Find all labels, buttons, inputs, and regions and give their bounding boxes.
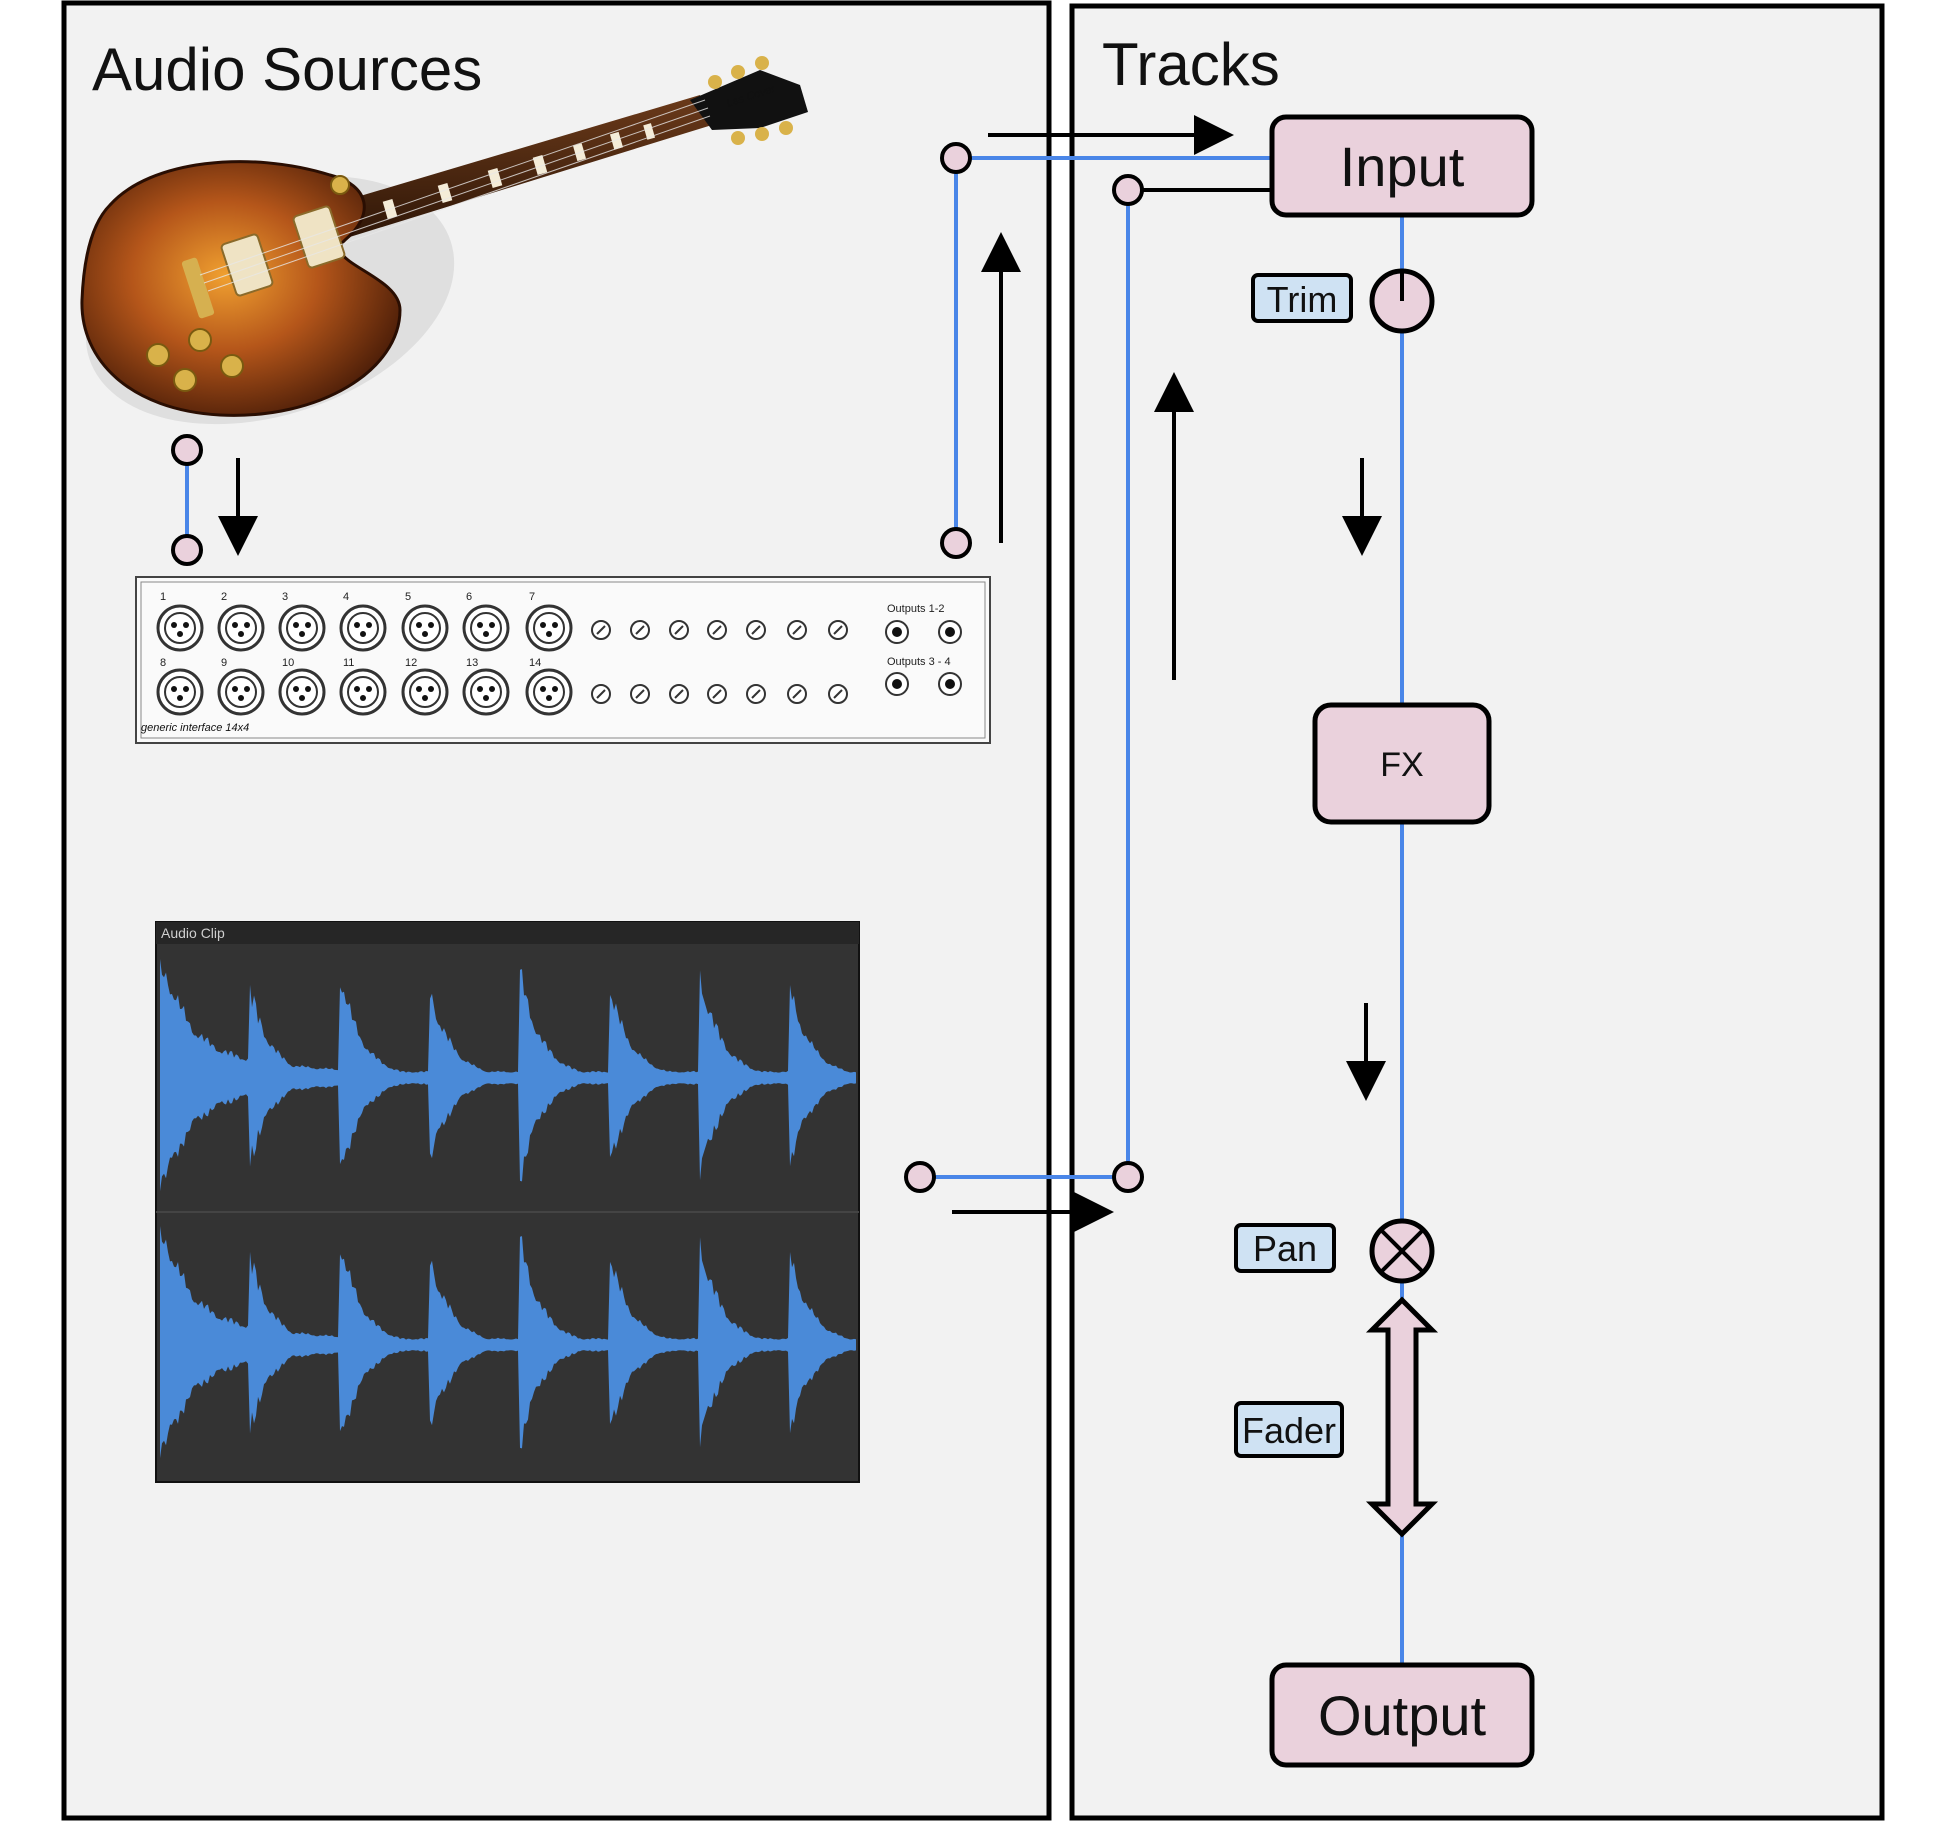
pan-control[interactable] [1369, 1218, 1435, 1284]
line-input-jack[interactable] [630, 684, 650, 704]
line-input-jack[interactable] [746, 620, 766, 640]
audio-clip-titlebar [156, 922, 859, 944]
tracks-panel: Tracks [1069, 3, 1885, 1821]
output-jacks [885, 620, 962, 696]
line-input-jack[interactable] [828, 620, 848, 640]
interface-model-label: generic interface 14x4 [141, 722, 249, 734]
line-input-jack[interactable] [591, 684, 611, 704]
xlr-input-jack[interactable] [278, 604, 326, 652]
line-inputs [591, 620, 848, 704]
audio-clip-title: Audio Clip [161, 925, 225, 941]
xlr-input-jack[interactable] [217, 604, 265, 652]
guitar-neck [330, 95, 712, 240]
xlr-channel-number: 8 [160, 657, 166, 669]
xlr-channel-number: 1 [160, 591, 166, 603]
guitar-pickup-neck [220, 233, 274, 297]
clip-output-connector[interactable] [904, 1161, 936, 1193]
xlr-input-jack[interactable] [525, 668, 573, 716]
pan-label: Pan [1253, 1228, 1317, 1269]
xlr-input-jack[interactable] [278, 668, 326, 716]
xlr-channel-number: 10 [282, 657, 294, 669]
fader-control[interactable] [1365, 1296, 1439, 1538]
line-input-jack[interactable] [630, 620, 650, 640]
output-label: Output [1318, 1684, 1487, 1747]
clip-route-bottom-connector[interactable] [1112, 1161, 1144, 1193]
xlr-input-jack[interactable] [339, 604, 387, 652]
audio-clip: Audio Clip [155, 921, 860, 1483]
guitar-bridge [181, 257, 215, 319]
xlr-input-jack[interactable] [462, 668, 510, 716]
xlr-channel-number: 11 [343, 657, 354, 669]
xlr-channel-number: 14 [529, 657, 541, 669]
waveform-right-channel [160, 1226, 856, 1459]
xlr-channel-number: 2 [221, 591, 227, 603]
guitar-output-connector[interactable] [171, 434, 203, 466]
xlr-input-jack[interactable] [156, 668, 204, 716]
xlr-channel-number: 6 [466, 591, 472, 603]
fader-tag: Fader [1234, 1401, 1344, 1458]
xlr-input-jack[interactable] [339, 668, 387, 716]
pan-tag: Pan [1234, 1223, 1336, 1273]
line-input-jack[interactable] [669, 684, 689, 704]
outputs-3-4-label: Outputs 3 - 4 [887, 656, 951, 668]
source-connections [171, 115, 1272, 1232]
xlr-channel-number: 5 [405, 591, 411, 603]
outputs-1-2-label: Outputs 1-2 [887, 603, 944, 615]
interface-frame [135, 576, 991, 744]
guitar-strings [199, 99, 711, 292]
track-signal-chain: Input Trim FX Pan Fader [1234, 114, 1535, 1768]
line-input-jack[interactable] [707, 684, 727, 704]
trim-label: Trim [1267, 279, 1338, 320]
trim-knob[interactable] [1369, 268, 1435, 334]
line-input-jack[interactable] [591, 620, 611, 640]
line-input-jack[interactable] [669, 620, 689, 640]
xlr-channel-number: 13 [466, 657, 478, 669]
line-input-jack[interactable] [707, 620, 727, 640]
line-input-jack[interactable] [746, 684, 766, 704]
input-node[interactable]: Input [1269, 114, 1535, 218]
audio-clip-frame [155, 921, 860, 1483]
xlr-channel-number: 3 [282, 591, 288, 603]
tracks-title: Tracks [1102, 31, 1280, 98]
fader-label: Fader [1242, 1410, 1336, 1451]
tracks-panel-frame [1069, 3, 1885, 1821]
guitar-headstock [690, 70, 808, 130]
interface-output-connector[interactable] [940, 527, 972, 559]
audio-sources-title: Audio Sources [92, 36, 482, 103]
guitar-pickup-bridge [292, 205, 346, 269]
guitar-image: Les Cover [80, 56, 808, 425]
output-node[interactable]: Output [1269, 1662, 1535, 1768]
fx-node[interactable]: FX [1312, 702, 1492, 825]
interface-inner-frame [140, 581, 986, 739]
clip-route-top-connector[interactable] [1112, 174, 1144, 206]
guitar-knobs [146, 175, 350, 392]
guitar-tuners [708, 56, 793, 145]
xlr-input-jack[interactable] [401, 604, 449, 652]
line-input-jack[interactable] [787, 684, 807, 704]
xlr-channel-number: 9 [221, 657, 227, 669]
interface-route-top-connector[interactable] [940, 142, 972, 174]
line-input-jack[interactable] [787, 620, 807, 640]
fx-label: FX [1380, 746, 1423, 784]
xlr-channel-number: 7 [529, 591, 535, 603]
input-label: Input [1340, 135, 1465, 198]
line-input-jack[interactable] [828, 684, 848, 704]
xlr-input-jack[interactable] [525, 604, 573, 652]
trim-tag: Trim [1251, 273, 1353, 323]
xlr-input-jack[interactable] [156, 604, 204, 652]
xlr-input-jack[interactable] [217, 668, 265, 716]
interface-input-connector[interactable] [171, 534, 203, 566]
xlr-channel-number: 12 [405, 657, 417, 669]
xlr-channel-number: 4 [343, 591, 349, 603]
xlr-input-jack[interactable] [401, 668, 449, 716]
waveform-left-channel [160, 959, 856, 1192]
xlr-input-jack[interactable] [462, 604, 510, 652]
